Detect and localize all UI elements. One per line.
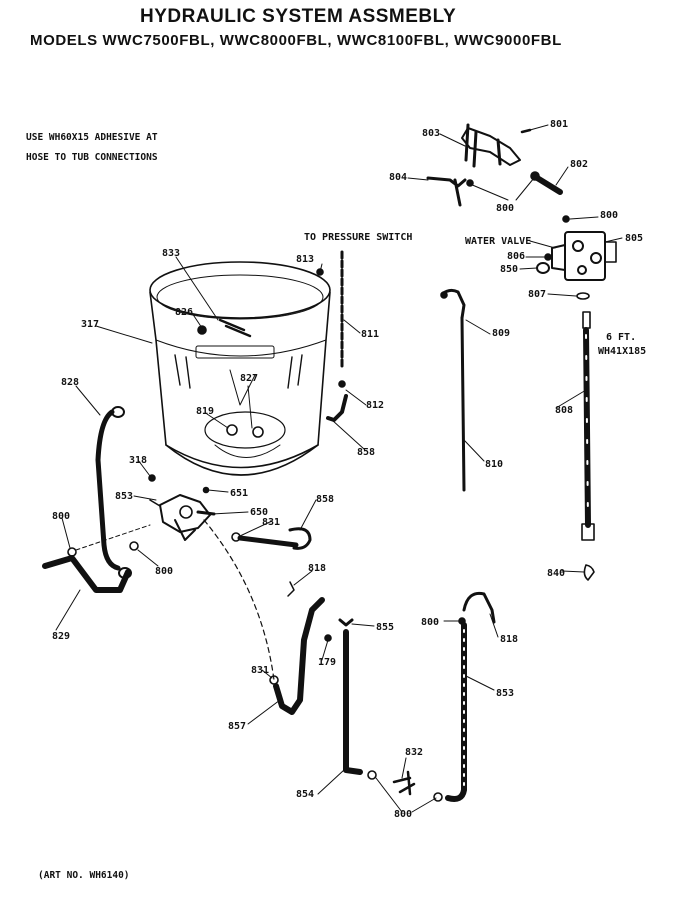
art-number: (ART NO. WH6140) bbox=[38, 870, 130, 881]
water-valve-label: WATER VALVE bbox=[465, 236, 531, 247]
adhesive-note-line-1: USE WH60X15 ADHESIVE AT bbox=[26, 132, 158, 143]
part-853-upper: 853 bbox=[115, 491, 133, 502]
adhesive-note: USE WH60X15 ADHESIVE AT HOSE TO TUB CONN… bbox=[26, 128, 158, 168]
part-833: 833 bbox=[162, 248, 180, 259]
part-317: 317 bbox=[81, 319, 99, 330]
part-854: 854 bbox=[296, 789, 314, 800]
drain-hose-829 bbox=[42, 524, 151, 593]
part-812: 812 bbox=[366, 400, 384, 411]
pressure-tube bbox=[316, 250, 348, 422]
part-179: 179 bbox=[318, 657, 336, 668]
part-803: 803 bbox=[422, 128, 440, 139]
part-810: 810 bbox=[485, 459, 503, 470]
part-818-right: 818 bbox=[500, 634, 518, 645]
part-800-left: 800 bbox=[52, 511, 70, 522]
valve-bracket bbox=[426, 123, 570, 223]
part-809: 809 bbox=[492, 328, 510, 339]
tub-hose-828 bbox=[95, 406, 125, 571]
part-832: 832 bbox=[405, 747, 423, 758]
hose-part-label: WH41X185 bbox=[598, 346, 646, 357]
part-831-upper: 831 bbox=[262, 517, 280, 528]
part-800-mid: 800 bbox=[155, 566, 173, 577]
inlet-hose bbox=[581, 311, 595, 581]
part-807: 807 bbox=[528, 289, 546, 300]
pressure-switch-label: TO PRESSURE SWITCH bbox=[304, 232, 412, 243]
part-805: 805 bbox=[625, 233, 643, 244]
part-850: 850 bbox=[500, 264, 518, 275]
hose-857 bbox=[273, 581, 325, 715]
part-827: 827 bbox=[240, 373, 258, 384]
water-valve bbox=[536, 231, 617, 300]
part-858-lower: 858 bbox=[316, 494, 334, 505]
part-808: 808 bbox=[555, 405, 573, 416]
part-318: 318 bbox=[129, 455, 147, 466]
part-804: 804 bbox=[389, 172, 407, 183]
part-857: 857 bbox=[228, 721, 246, 732]
adhesive-note-line-2: HOSE TO TUB CONNECTIONS bbox=[26, 152, 158, 163]
part-840: 840 bbox=[547, 568, 565, 579]
part-800-right: 800 bbox=[421, 617, 439, 628]
hose-length-label: 6 FT. bbox=[606, 332, 636, 343]
hose-831-858 bbox=[231, 527, 312, 550]
part-853-lower: 853 bbox=[496, 688, 514, 699]
part-806: 806 bbox=[507, 251, 525, 262]
part-829: 829 bbox=[52, 631, 70, 642]
leader-lines bbox=[55, 124, 623, 813]
part-811: 811 bbox=[361, 329, 379, 340]
part-800-bottom: 800 bbox=[394, 809, 412, 820]
part-801: 801 bbox=[550, 119, 568, 130]
hose-854 bbox=[324, 618, 443, 802]
part-858-upper: 858 bbox=[357, 447, 375, 458]
part-651: 651 bbox=[230, 488, 248, 499]
part-650: 650 bbox=[250, 507, 268, 518]
model-list: MODELS WWC7500FBL, WWC8000FBL, WWC8100FB… bbox=[30, 32, 562, 49]
part-813: 813 bbox=[296, 254, 314, 265]
hose-853 bbox=[445, 591, 496, 802]
part-800-valve: 800 bbox=[600, 210, 618, 221]
outer-tub bbox=[149, 261, 331, 476]
part-826: 826 bbox=[175, 307, 193, 318]
part-802: 802 bbox=[570, 159, 588, 170]
part-819: 819 bbox=[196, 406, 214, 417]
part-818-left: 818 bbox=[308, 563, 326, 574]
vent-hose bbox=[440, 288, 466, 492]
part-831-lower: 831 bbox=[251, 665, 269, 676]
part-855: 855 bbox=[376, 622, 394, 633]
part-828: 828 bbox=[61, 377, 79, 388]
dashed-tube bbox=[203, 519, 275, 681]
pump-assembly bbox=[148, 474, 216, 541]
diagram-title: HYDRAULIC SYSTEM ASSMEBLY bbox=[140, 6, 457, 27]
part-800-top: 800 bbox=[496, 203, 514, 214]
